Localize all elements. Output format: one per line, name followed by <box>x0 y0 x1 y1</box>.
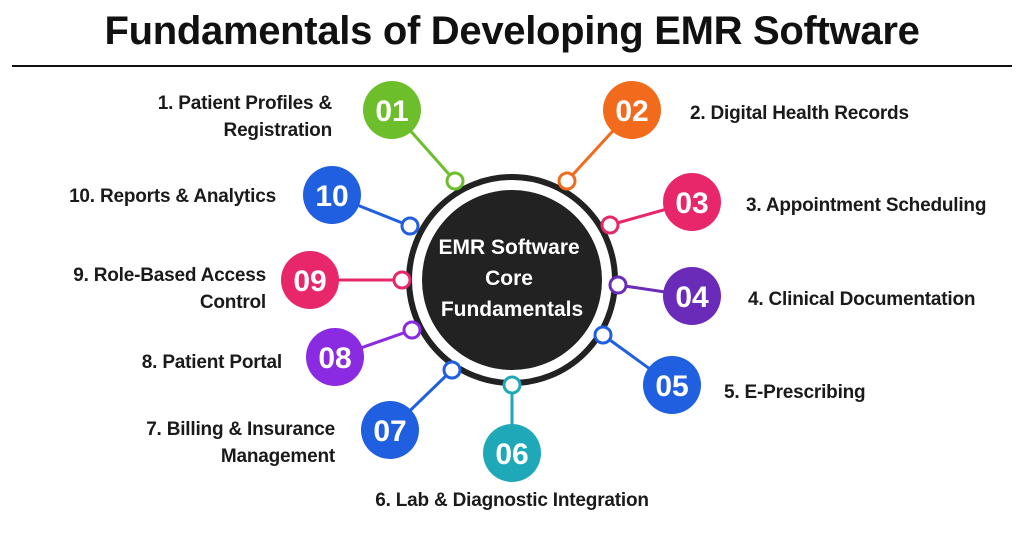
number-bubble-label: 02 <box>615 95 648 128</box>
number-bubble-05 <box>643 356 701 414</box>
number-bubble-label: 07 <box>373 415 406 448</box>
item-label-line: 5. E-Prescribing <box>724 382 866 403</box>
item-label-line: 6. Lab & Diagnostic Integration <box>375 490 649 511</box>
item-label-line: 1. Patient Profiles & <box>157 93 332 114</box>
number-bubble-label: 06 <box>495 438 528 471</box>
connector-dot-08 <box>402 320 422 340</box>
item-label-line: 8. Patient Portal <box>141 352 282 373</box>
item-label-line: Management <box>220 446 335 467</box>
number-bubble-09 <box>281 251 339 309</box>
connector-dot-09 <box>392 270 412 290</box>
number-bubble-08 <box>306 328 364 386</box>
item-label-line: 7. Billing & Insurance <box>146 419 335 440</box>
number-bubble-03 <box>663 173 721 231</box>
connector-dot-03 <box>600 215 620 235</box>
page-title: Fundamentals of Developing EMR Software <box>104 9 920 53</box>
number-bubble-label: 01 <box>375 95 408 128</box>
item-label-line: Control <box>199 292 266 313</box>
item-label-line: 10. Reports & Analytics <box>69 186 276 207</box>
item-label-10: 10. Reports & Analytics <box>69 183 276 210</box>
number-bubble-02 <box>603 81 661 139</box>
hub-center-disc <box>422 190 602 370</box>
hub-center-text: EMR Software Core Fundamentals <box>438 236 585 321</box>
item-label-line: Registration <box>223 120 333 141</box>
item-label-line: 3. Appointment Scheduling <box>746 195 987 216</box>
title-divider <box>12 65 1012 67</box>
item-label-03: 3. Appointment Scheduling <box>746 192 986 219</box>
item-label-02: 2. Digital Health Records <box>690 100 909 127</box>
connector-dot-04 <box>608 275 628 295</box>
hub-center-line: EMR Software <box>438 236 579 259</box>
number-bubble-06 <box>483 424 541 482</box>
hub-center-line: Core <box>485 267 533 290</box>
number-bubble-01 <box>363 81 421 139</box>
number-bubble-07 <box>361 401 419 459</box>
number-bubble-label: 03 <box>675 187 708 220</box>
connector-dot-05 <box>593 325 613 345</box>
item-label-08: 8. Patient Portal <box>142 349 282 376</box>
item-label-line: 2. Digital Health Records <box>690 103 909 124</box>
hub-center-line: Fundamentals <box>441 298 583 321</box>
item-label-04: 4. Clinical Documentation <box>748 286 975 313</box>
item-label-line: 9. Role-Based Access <box>73 265 266 286</box>
connector-dot-06 <box>502 375 522 395</box>
connector-dot-01 <box>445 171 465 191</box>
connector-dot-10 <box>400 216 420 236</box>
item-label-line: 4. Clinical Documentation <box>748 289 976 310</box>
connector-dot-02 <box>557 171 577 191</box>
item-label-06: 6. Lab & Diagnostic Integration <box>375 487 649 514</box>
number-bubble-label: 10 <box>315 180 348 213</box>
number-bubble-label: 09 <box>293 265 326 298</box>
number-bubble-04 <box>663 267 721 325</box>
number-bubble-10 <box>303 166 361 224</box>
item-label-05: 5. E-Prescribing <box>724 379 866 406</box>
number-bubble-label: 04 <box>675 281 709 314</box>
item-label-01: 1. Patient Profiles & Registration <box>158 90 332 144</box>
connector-dot-07 <box>442 360 462 380</box>
number-bubble-label: 05 <box>655 370 688 403</box>
number-bubble-label: 08 <box>318 342 351 375</box>
